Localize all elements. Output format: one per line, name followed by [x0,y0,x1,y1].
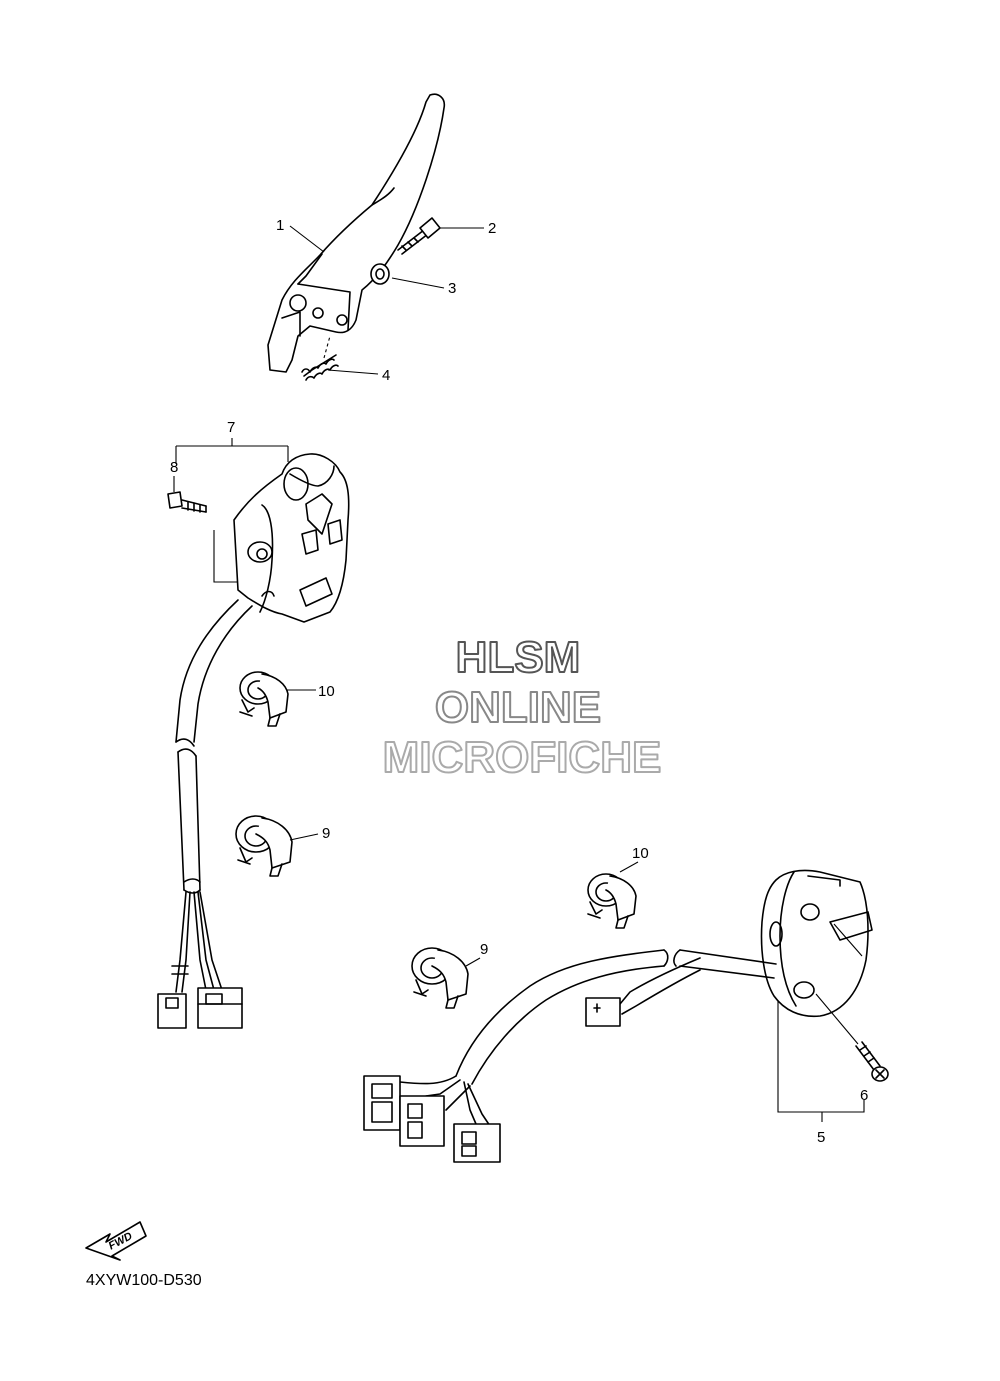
wire-clamp-mid-right [411,947,469,1009]
clutch-lever [267,93,446,373]
callout-7: 7 [227,419,235,436]
left-handlebar-switch [157,438,350,1029]
callout-leaders [286,225,639,967]
lever-bolt [397,217,441,255]
callout-2: 2 [488,220,496,237]
lever-spring [301,335,339,381]
callout-1: 1 [276,217,284,234]
wire-clamp-upper-right [587,873,637,929]
left-switch-screw [167,476,207,513]
callout-6: 6 [860,1087,868,1104]
callout-numbers: 1 2 3 4 7 8 10 9 10 9 6 5 [170,217,868,1146]
watermark-line-1: HLSM [456,633,581,682]
wire-clamp-upper-left [239,671,289,727]
wire-clamp-mid-left [235,815,293,877]
callout-5: 5 [817,1129,825,1146]
callout-3: 3 [448,280,456,297]
watermark-line-2: ONLINE [435,683,601,732]
callout-10-right: 10 [632,845,649,862]
callout-10-left: 10 [318,683,335,700]
right-handlebar-switch [363,869,873,1163]
fwd-direction-arrow: FWD [85,1221,147,1261]
callout-4: 4 [382,367,390,384]
diagram-code: 4XYW100-D530 [86,1272,202,1289]
callout-8: 8 [170,459,178,476]
callout-9-left: 9 [322,825,330,842]
right-switch-screw [855,1041,889,1082]
callout-9-right: 9 [480,941,488,958]
watermark-line-3: MICROFICHE [383,733,662,782]
watermark: HLSM ONLINE MICROFICHE [382,632,663,783]
lever-nut [370,263,390,285]
